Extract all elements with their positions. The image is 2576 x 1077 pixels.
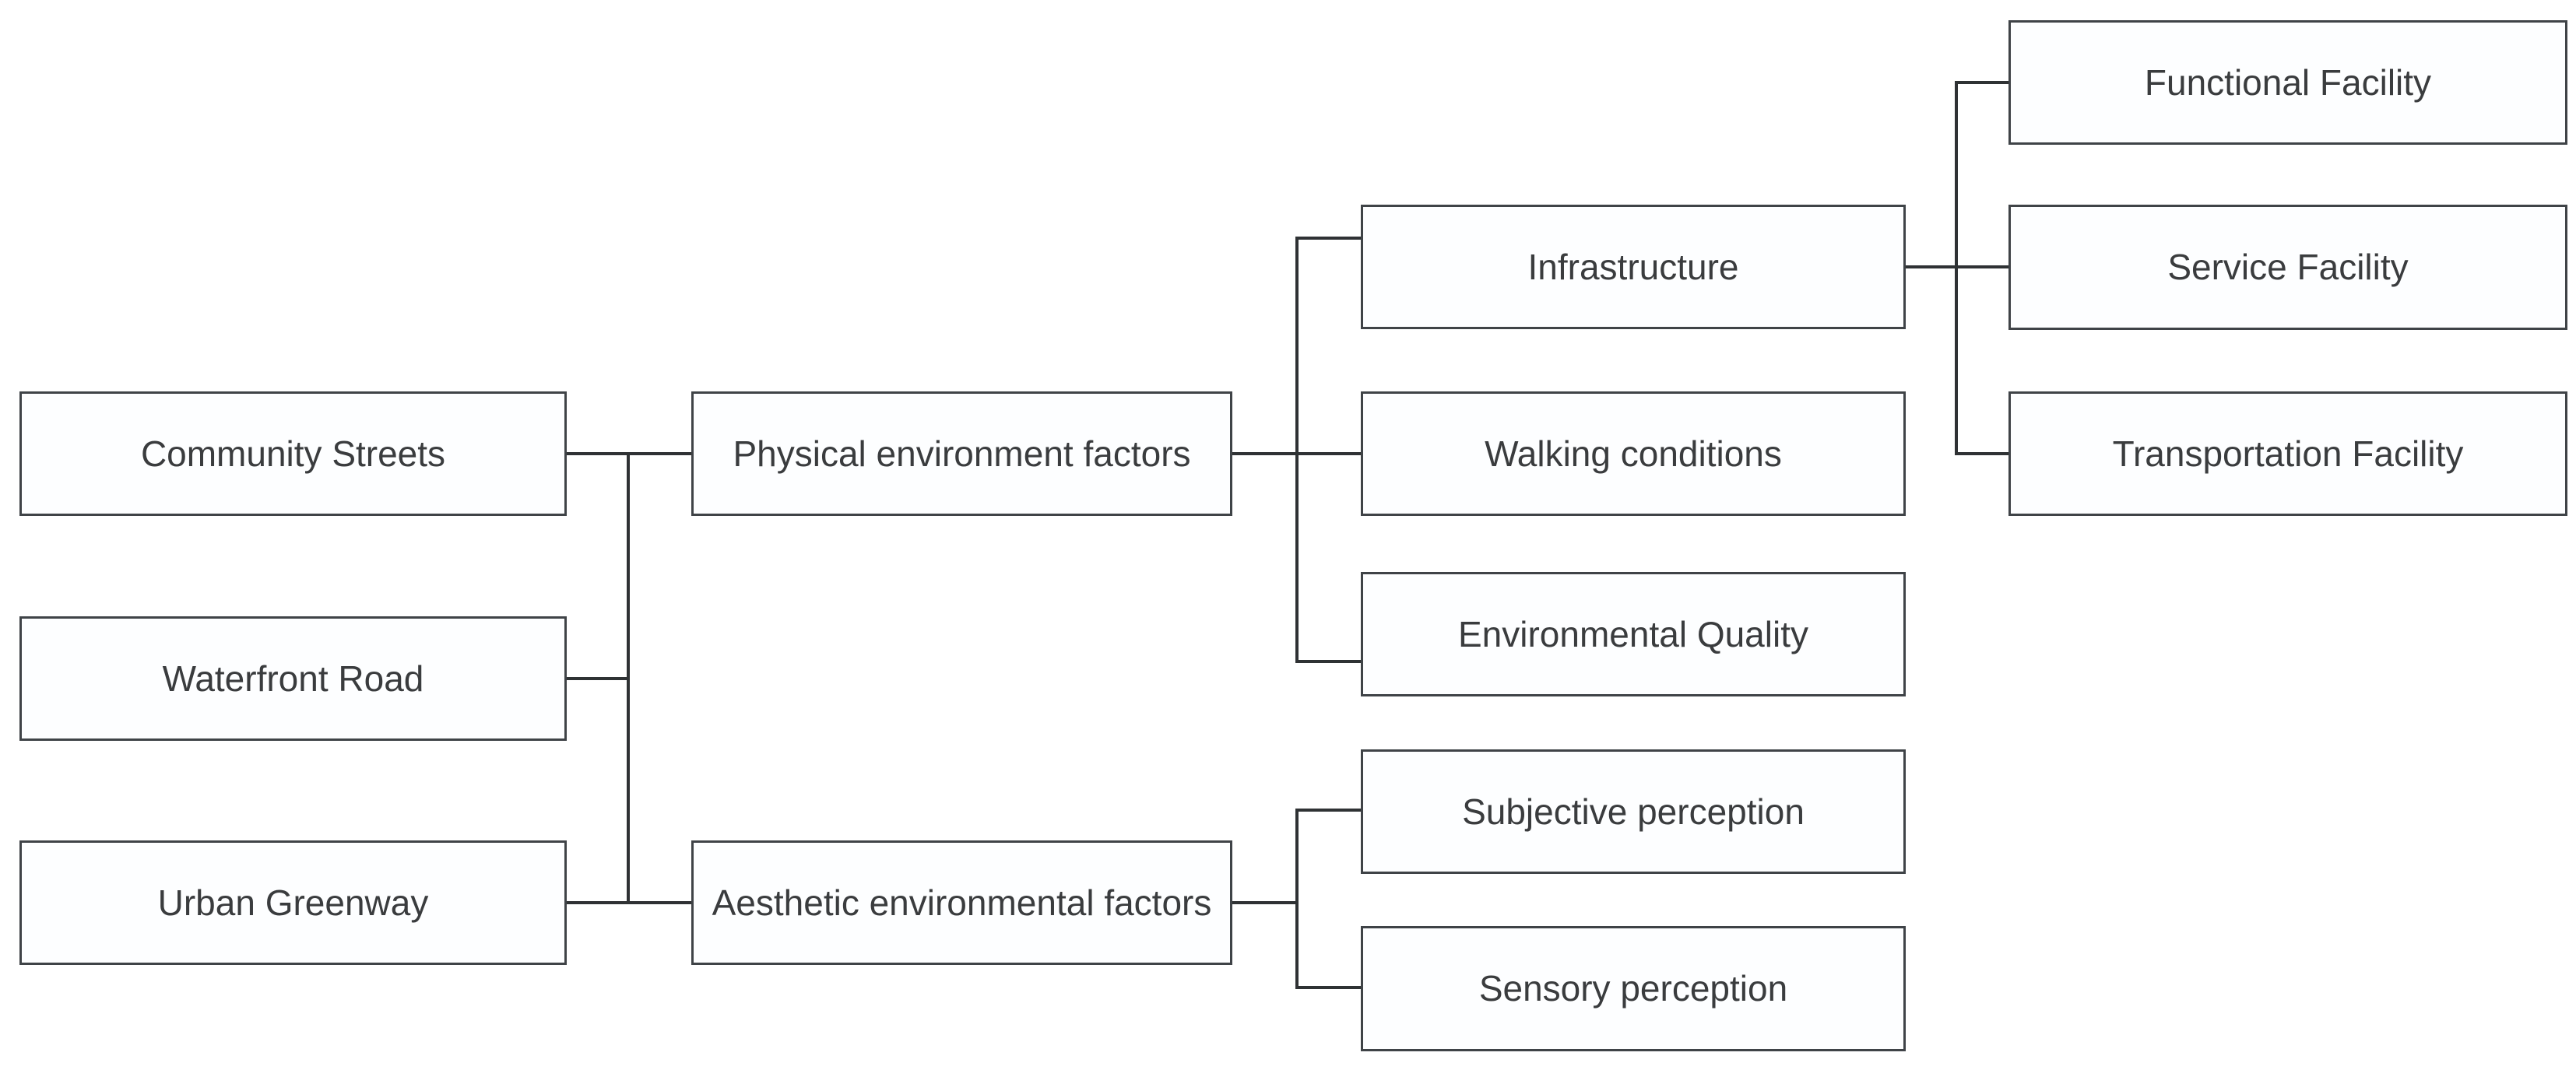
node-service-facility: Service Facility	[2008, 205, 2567, 330]
node-walking-conditions: Walking conditions	[1361, 391, 1906, 516]
node-subjective-perception: Subjective perception	[1361, 749, 1906, 874]
node-transportation-facility: Transportation Facility	[2008, 391, 2567, 516]
node-community-streets: Community Streets	[19, 391, 567, 516]
node-sensory-perception: Sensory perception	[1361, 926, 1906, 1051]
node-waterfront-road: Waterfront Road	[19, 616, 567, 741]
node-aesthetic-environmental-factors: Aesthetic environmental factors	[691, 840, 1232, 965]
node-physical-environment-factors: Physical environment factors	[691, 391, 1232, 516]
node-functional-facility: Functional Facility	[2008, 20, 2567, 145]
node-environmental-quality: Environmental Quality	[1361, 572, 1906, 696]
node-urban-greenway: Urban Greenway	[19, 840, 567, 965]
node-infrastructure: Infrastructure	[1361, 205, 1906, 329]
